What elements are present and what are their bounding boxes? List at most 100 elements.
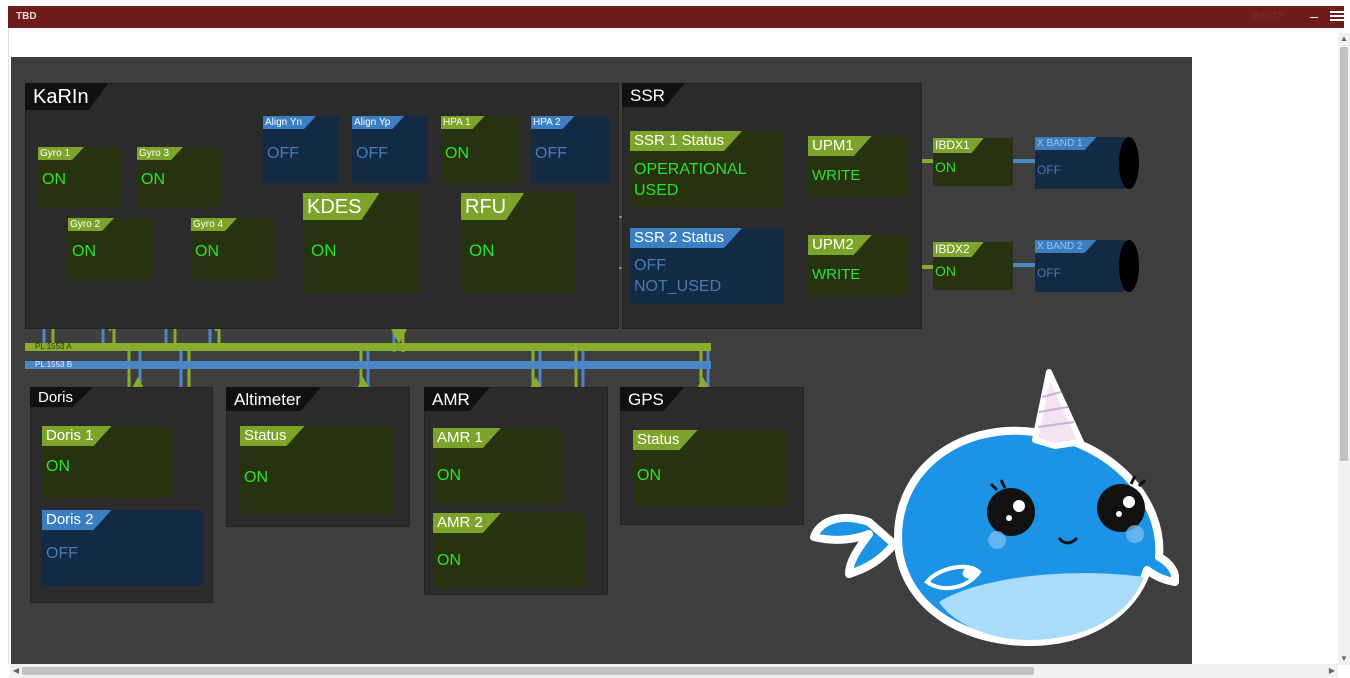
ibdx1-box[interactable]: IBDX1 ON <box>933 138 1013 186</box>
x-band-1-value: OFF <box>1037 163 1061 177</box>
x-band-1-title: X BAND 1 <box>1035 137 1097 150</box>
gyro-4-value: ON <box>195 243 219 260</box>
karin-tab: KaRIn <box>25 83 109 110</box>
window-titlebar: TBD WRITE – <box>8 6 1344 28</box>
gyro-2-title: Gyro 2 <box>68 218 114 231</box>
ssr-2-status-line1: OFF <box>634 257 666 274</box>
narwhal-icon <box>810 369 1179 646</box>
x-band-2-value: OFF <box>1037 266 1061 280</box>
align-yn-title: Align Yn <box>263 116 316 129</box>
ibdx2-value: ON <box>935 263 956 279</box>
amr-1-title: AMR 1 <box>433 428 501 448</box>
x-band-1-cap <box>1119 137 1139 189</box>
ssr-1-status-line2: USED <box>634 182 679 199</box>
gyro-4-title: Gyro 4 <box>191 218 237 231</box>
x-band-2-box[interactable]: X BAND 2 OFF <box>1035 240 1139 292</box>
align-yn-value: OFF <box>267 145 299 162</box>
upm1-box[interactable]: UPM1 WRITE <box>808 136 908 197</box>
amr-2-title: AMR 2 <box>433 513 501 533</box>
horizontal-scrollbar[interactable]: ◀ ▶ <box>10 664 1338 678</box>
doris-1-box[interactable]: Doris 1 ON <box>42 426 172 498</box>
scroll-down-icon[interactable]: ▼ <box>1340 654 1348 663</box>
vertical-scroll-thumb[interactable] <box>1340 47 1348 461</box>
ibdx1-value: ON <box>935 159 956 175</box>
synoptic-canvas: KaRIn Gyro 1 ON Gyro 3 ON Gyro 2 ON Gyro… <box>11 57 1192 664</box>
rfu-title: RFU <box>461 193 524 220</box>
align-yp-title: Align Yp <box>352 116 404 129</box>
ibdx2-box[interactable]: IBDX2 ON <box>933 242 1013 290</box>
vertical-scrollbar[interactable]: ▲ ▼ <box>1338 33 1350 665</box>
x-band-1-box[interactable]: X BAND 1 OFF <box>1035 137 1139 189</box>
ssr-1-status-line1: OPERATIONAL <box>634 161 747 178</box>
ssr-1-status-title: SSR 1 Status <box>630 131 742 151</box>
ssr-tab: SSR <box>622 83 685 107</box>
rfu-box[interactable]: RFU ON <box>461 193 575 293</box>
ibdx1-title: IBDX1 <box>933 138 984 153</box>
hpa-2-box[interactable]: HPA 2 OFF <box>531 116 609 183</box>
horizontal-scroll-thumb[interactable] <box>22 667 1034 675</box>
window-title: TBD <box>16 11 37 22</box>
kdes-box[interactable]: KDES ON <box>303 193 419 293</box>
gps-status-value: ON <box>637 467 661 484</box>
ibdx2-title: IBDX2 <box>933 242 984 257</box>
gyro-2-value: ON <box>72 243 96 260</box>
align-yn-box[interactable]: Align Yn OFF <box>263 116 339 183</box>
upm2-title: UPM2 <box>808 235 872 255</box>
gyro-4-box[interactable]: Gyro 4 ON <box>191 218 274 280</box>
amr-tab: AMR <box>424 387 490 411</box>
menu-icon[interactable] <box>1330 9 1344 25</box>
bus-pl-1553-b: PL 1553 B <box>25 360 711 369</box>
hpa-2-title: HPA 2 <box>531 116 575 129</box>
scroll-left-icon[interactable]: ◀ <box>12 666 20 675</box>
scroll-right-icon[interactable]: ▶ <box>1328 666 1336 675</box>
kdes-title: KDES <box>303 193 379 220</box>
doris-2-box[interactable]: Doris 2 OFF <box>42 510 204 586</box>
align-yp-value: OFF <box>356 145 388 162</box>
gyro-3-value: ON <box>141 171 165 188</box>
bus-b-label: PL 1553 B <box>35 360 73 369</box>
x-band-2-title: X BAND 2 <box>1035 240 1097 253</box>
bus-pl-1553-a: PL 1553 A <box>25 342 711 351</box>
hpa-2-value: OFF <box>535 145 567 162</box>
hpa-1-title: HPA 1 <box>441 116 485 129</box>
altimeter-status-box[interactable]: Status ON <box>240 426 394 514</box>
rfu-value: ON <box>469 241 495 260</box>
amr-2-value: ON <box>437 552 461 569</box>
amr-1-value: ON <box>437 467 461 484</box>
ssr-2-status-title: SSR 2 Status <box>630 228 742 248</box>
altimeter-status-title: Status <box>240 426 305 446</box>
left-border <box>8 28 9 664</box>
kdes-value: ON <box>311 241 337 260</box>
gyro-3-box[interactable]: Gyro 3 ON <box>137 147 221 207</box>
gyro-1-title: Gyro 1 <box>38 147 84 160</box>
upm1-title: UPM1 <box>808 136 872 156</box>
hpa-1-value: ON <box>445 145 469 162</box>
minimize-button[interactable]: – <box>1310 8 1318 24</box>
amr-2-box[interactable]: AMR 2 ON <box>433 513 585 588</box>
doris-tab: Doris <box>30 387 93 407</box>
bus-a-label: PL 1553 A <box>35 342 72 351</box>
doris-2-title: Doris 2 <box>42 510 112 530</box>
ssr-1-status-box[interactable]: SSR 1 Status OPERATIONAL USED <box>630 131 784 207</box>
scroll-up-icon[interactable]: ▲ <box>1340 34 1348 43</box>
amr-1-box[interactable]: AMR 1 ON <box>433 428 561 503</box>
gyro-1-box[interactable]: Gyro 1 ON <box>38 147 122 207</box>
upm2-value: WRITE <box>812 266 861 283</box>
hpa-1-box[interactable]: HPA 1 ON <box>441 116 519 183</box>
window-header-status: WRITE <box>1252 11 1285 22</box>
gyro-3-title: Gyro 3 <box>137 147 183 160</box>
gyro-2-box[interactable]: Gyro 2 ON <box>68 218 153 280</box>
altimeter-status-value: ON <box>244 469 268 486</box>
upm1-value: WRITE <box>812 167 861 184</box>
x-band-2-cap <box>1119 240 1139 292</box>
altimeter-tab: Altimeter <box>226 387 321 411</box>
doris-1-value: ON <box>46 458 70 475</box>
gps-status-box[interactable]: Status ON <box>633 430 787 506</box>
gyro-1-value: ON <box>42 171 66 188</box>
upm2-box[interactable]: UPM2 WRITE <box>808 235 908 296</box>
doris-2-value: OFF <box>46 545 78 562</box>
ssr-2-status-line2: NOT_USED <box>634 278 722 295</box>
ssr-2-status-box[interactable]: SSR 2 Status OFF NOT_USED <box>630 228 784 304</box>
align-yp-box[interactable]: Align Yp OFF <box>352 116 428 183</box>
doris-1-title: Doris 1 <box>42 426 112 446</box>
